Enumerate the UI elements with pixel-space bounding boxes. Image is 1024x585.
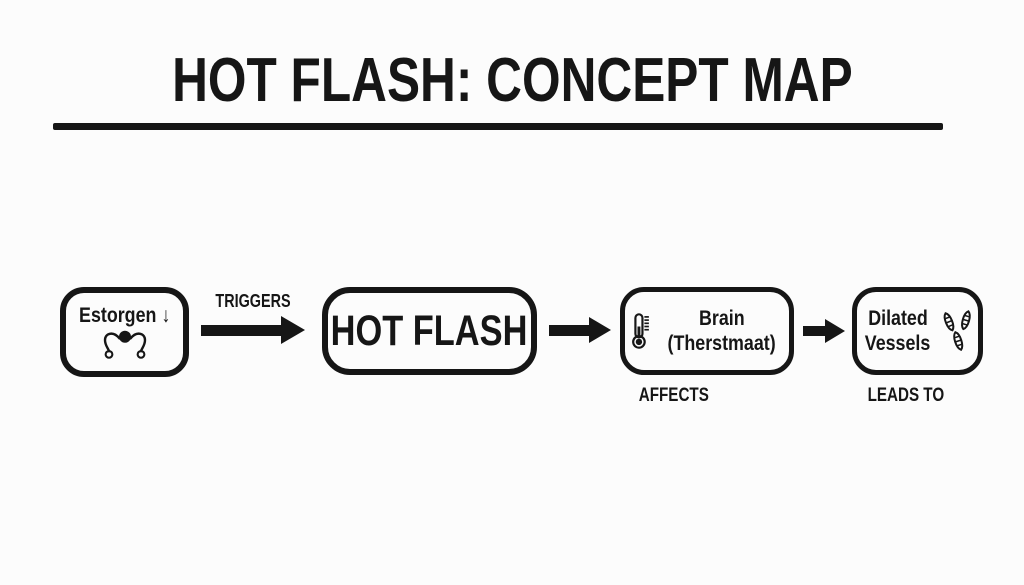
ovaries-icon [103,330,146,359]
edge-label-leads-to: LEADS TO [867,385,945,406]
title-underline [53,123,943,130]
page-title: HOT FLASH: CONCEPT MAP [0,48,1024,114]
edge-label-triggers: TRIGGERS [215,291,291,311]
node-estrogen-label: Estorgen ↓ [78,303,171,327]
vessels-icon [943,310,971,351]
arrow-head [589,317,611,343]
arrow-brain-to-vessels [803,319,845,343]
arrow-shaft [201,325,283,336]
arrow-shaft [803,326,827,336]
edge-label-affects: AFFECTS [638,385,710,406]
thermometer-icon [632,313,649,349]
node-hot-flash: HOT FLASH [322,287,537,375]
page-title-text: HOT FLASH: CONCEPT MAP [171,46,853,115]
arrow-triggers [201,316,305,344]
node-dilated-vessels-label: Dilated Vessels [864,307,931,355]
node-brain: Brain (Therstmaat) [620,287,794,375]
arrow-head [281,316,305,344]
node-estrogen: Estorgen ↓ [60,287,189,377]
node-dilated-vessels: Dilated Vessels [852,287,983,375]
node-hot-flash-label: HOT FLASH [331,306,528,355]
arrow-shaft [549,325,591,336]
node-brain-label: Brain (Therstmaat) [667,307,776,355]
arrow-head [825,319,845,343]
arrow-hotflash-to-brain [549,317,611,344]
